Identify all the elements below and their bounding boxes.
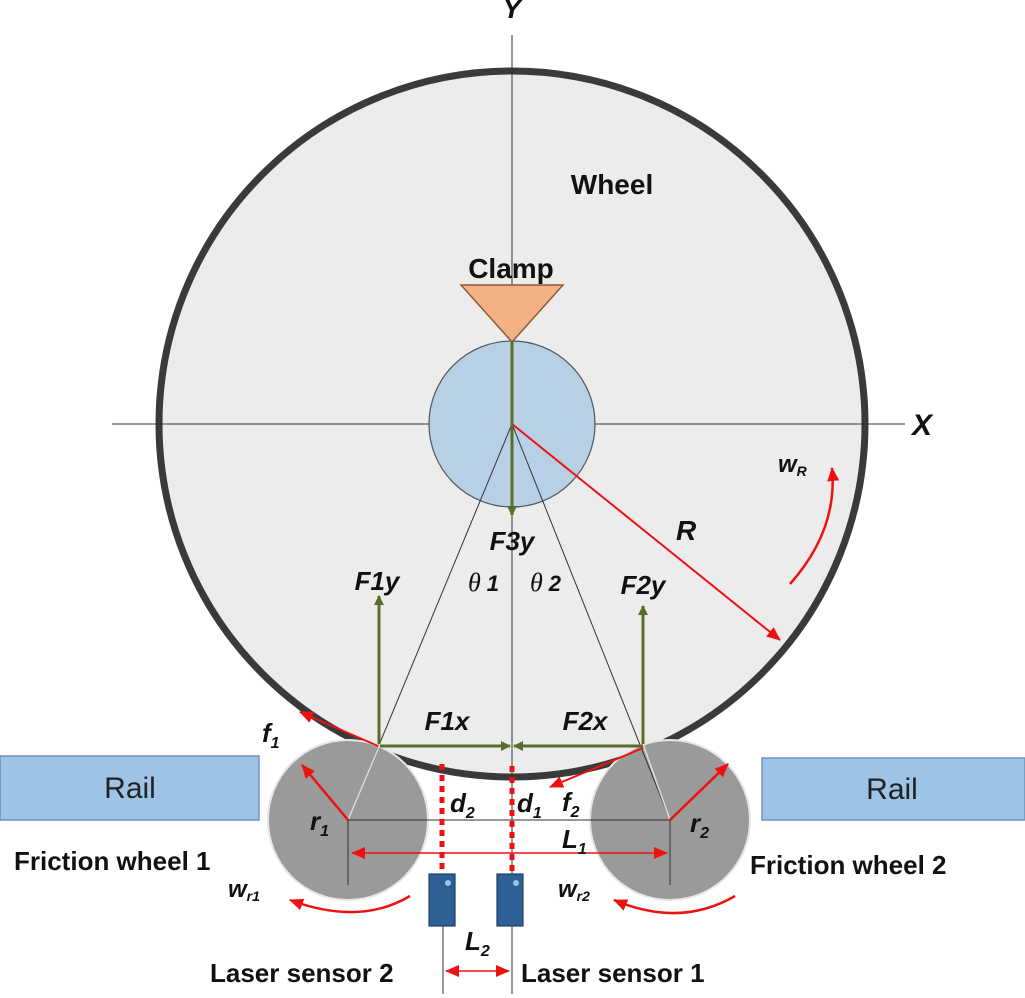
wheel-label: Wheel [571, 169, 653, 200]
r2-label-sub: 2 [699, 825, 709, 842]
theta1-label-sub: 1 [487, 571, 499, 596]
l2-label-sub: 2 [480, 943, 490, 960]
F2x-label: F2x [563, 706, 609, 736]
laser-sensor-2 [428, 873, 456, 927]
f1-arrow [299, 711, 379, 747]
r2-arrow [669, 763, 729, 821]
wr1-rotation-arrow [289, 894, 411, 914]
rail-left: Rail [0, 755, 260, 821]
wr2-rotation-arrow [613, 894, 736, 915]
wr2-label: wr2 [558, 876, 590, 904]
f2-label: f2 [562, 787, 580, 821]
d2-label-main: d [450, 788, 467, 818]
rail-right: Rail [761, 757, 1025, 821]
shape [445, 880, 451, 886]
r1-label-main: r [310, 806, 322, 836]
wr1-label: wr1 [228, 876, 260, 904]
radius-label: R [676, 515, 697, 546]
L1-label: L1 [562, 824, 587, 858]
d2-label: d2 [450, 788, 475, 822]
F2y-label: F2y [621, 570, 667, 600]
r2-label: r2 [690, 808, 709, 842]
wr2-label-sub: r2 [577, 888, 590, 904]
d1-label: d1 [517, 788, 542, 822]
wr1-label-main: w [228, 876, 248, 903]
theta2-line [511, 423, 671, 821]
F1y-label: F1y [355, 566, 401, 596]
d1-label-sub: 1 [533, 805, 542, 822]
r1-label: r1 [310, 806, 329, 840]
F3y-label: F3y [490, 526, 536, 556]
theta2-label-sub: 2 [548, 571, 562, 596]
laser-sensor-2-label: Laser sensor 2 [210, 958, 394, 988]
l2-label-main: L [465, 926, 481, 956]
wheel-rotation-arrow [789, 467, 840, 585]
laser-sensor-1 [496, 873, 524, 927]
theta1-label-main: θ [468, 568, 481, 597]
friction-wheel-1-radial-line [347, 743, 381, 821]
theta2-label-main: θ [530, 568, 543, 597]
l1-label-main: L [562, 824, 578, 854]
friction-wheel-2-label: Friction wheel 2 [750, 850, 947, 880]
r1-label-sub: 1 [320, 823, 329, 840]
r1-arrow [301, 764, 349, 821]
clamp-label: Clamp [468, 253, 554, 284]
f2-label-sub: 2 [570, 804, 580, 821]
wR-label: wR [778, 451, 808, 479]
wr-label-sub: R [797, 463, 808, 479]
f1-label-main: f [262, 718, 273, 748]
r2-label-main: r [690, 808, 702, 838]
rail-left-label: Rail [104, 772, 156, 805]
f1-label-sub: 1 [271, 735, 280, 752]
d2-label-sub: 2 [465, 805, 475, 822]
l1-label-sub: 1 [578, 841, 587, 858]
friction-wheel-1-label: Friction wheel 1 [14, 846, 211, 876]
d1-label-main: d [517, 788, 534, 818]
radius-arrow [511, 423, 781, 641]
F1x-label: F1x [425, 706, 471, 736]
friction-wheel-2-radial-line [642, 743, 671, 821]
f2-arrow [549, 747, 644, 788]
f1-label: f1 [262, 718, 280, 752]
wr2-label-main: w [558, 876, 578, 903]
wr-label-main: w [778, 451, 798, 478]
f2-label-main: f [562, 787, 573, 817]
clamp-shape [459, 284, 565, 344]
shape [513, 880, 519, 886]
axis-x-label: X [910, 409, 934, 442]
axis-y-label: Y [503, 0, 524, 24]
laser-sensor-1-label: Laser sensor 1 [521, 958, 705, 988]
rail-right-label: Rail [866, 773, 918, 806]
wr1-label-sub: r1 [247, 888, 260, 904]
L2-label: L2 [465, 926, 490, 960]
